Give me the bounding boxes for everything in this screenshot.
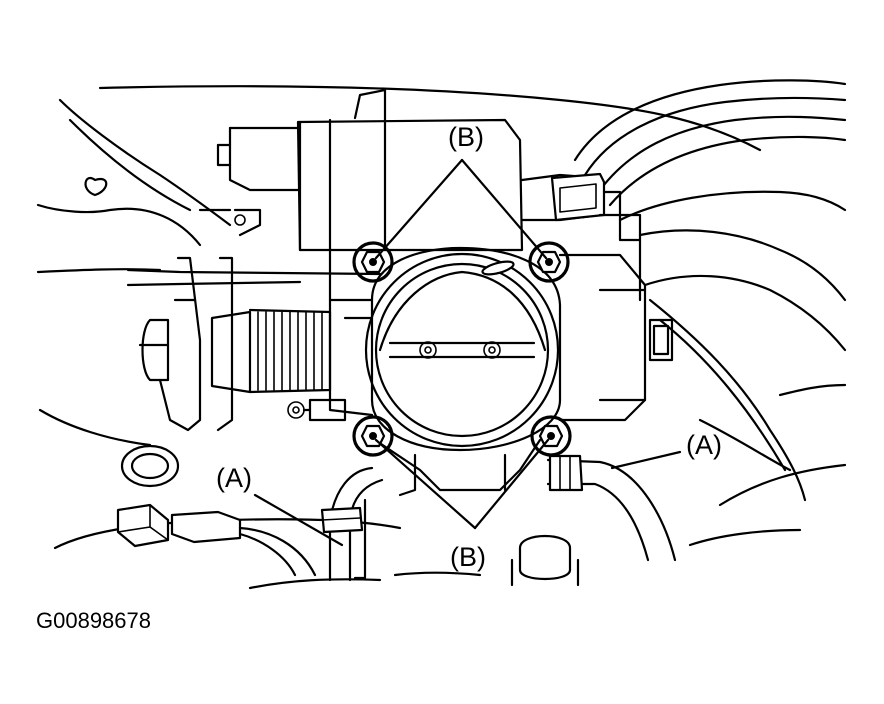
- electrical-connector: [116, 503, 317, 577]
- figure-code: G00898678: [36, 608, 151, 633]
- bolt-top-left: [352, 241, 394, 283]
- callout-a-left: (A): [216, 463, 252, 493]
- bolt-bottom-left: [352, 415, 394, 457]
- leader-lines: [253, 158, 682, 547]
- idle-stop-grommet: [120, 444, 180, 488]
- callout-b-top: (B): [448, 122, 484, 152]
- engine-bay-outlines: [36, 79, 847, 590]
- cap-bottom: [510, 534, 580, 587]
- throttle-spring: [126, 268, 382, 394]
- throttle-lever: [138, 208, 262, 432]
- callout-b-bottom: (B): [450, 542, 486, 572]
- callout-a-right: (A): [686, 430, 722, 460]
- bolt-top-right: [528, 241, 570, 283]
- hose-left: [320, 466, 384, 582]
- throttle-bore: [364, 246, 562, 452]
- hose-right: [546, 454, 677, 562]
